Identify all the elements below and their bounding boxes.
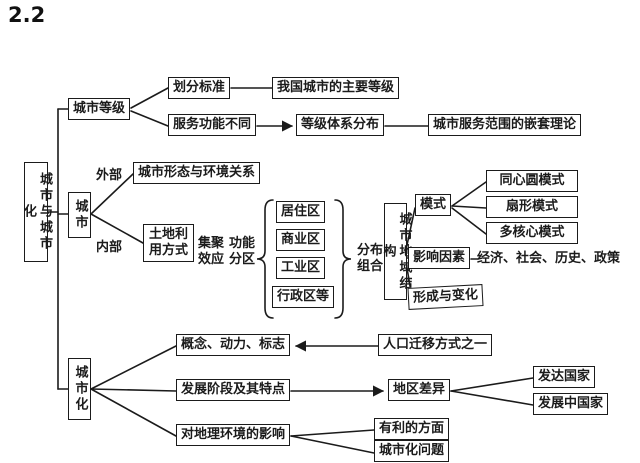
node-land-use: 土地利用方式 — [143, 224, 194, 262]
label-factor-items: 经济、社会、历史、政策 — [477, 251, 621, 266]
node-service-diff: 服务功能不同 — [168, 114, 257, 136]
node-model-concentric: 同心圆模式 — [486, 170, 578, 192]
node-migration: 人口迁移方式之一 — [378, 334, 493, 356]
left-brace-icon — [256, 199, 274, 319]
node-developed: 发达国家 — [533, 366, 596, 388]
node-zone-residential: 居住区 — [276, 201, 326, 223]
node-formation: 形成与变化 — [407, 284, 484, 310]
node-zone-administrative: 行政区等 — [272, 286, 335, 308]
branch-urbanization: 城市化 — [68, 358, 91, 420]
node-regional-diff: 地区差异 — [388, 379, 451, 401]
node-zone-industrial: 工业区 — [276, 257, 326, 279]
label-agglomeration: 集聚效应 — [197, 236, 224, 267]
node-developing: 发展中国家 — [533, 393, 609, 415]
branch-city: 城市 — [68, 192, 91, 238]
node-benefits: 有利的方面 — [374, 418, 450, 440]
label-functional-zoning: 功能分区 — [228, 236, 255, 267]
root-node: 城市与城市化 — [21, 162, 52, 262]
node-model-multi-nuclei: 多核心模式 — [486, 222, 578, 244]
node-criteria: 划分标准 — [168, 77, 231, 99]
node-concept: 概念、动力、标志 — [176, 334, 291, 356]
right-brace-icon — [334, 199, 352, 319]
node-morphology: 城市形态与环境关系 — [133, 162, 261, 184]
node-model: 模式 — [415, 194, 452, 216]
node-spatial-structure: 城市地域结构 — [381, 203, 412, 300]
branch-city-rank: 城市等级 — [68, 98, 131, 120]
node-problems: 城市化问题 — [374, 440, 450, 462]
node-rank-system: 等级体系分布 — [296, 114, 385, 136]
label-external: 外部 — [96, 168, 123, 183]
label-distribution: 分布组合 — [356, 243, 383, 274]
label-internal: 内部 — [96, 240, 123, 255]
node-factors: 影响因素 — [408, 247, 471, 269]
node-impact: 对地理环境的影响 — [176, 424, 291, 446]
section-title: 2.2 — [8, 3, 46, 27]
node-zone-commercial: 商业区 — [276, 229, 326, 251]
node-model-sector: 扇形模式 — [486, 196, 578, 218]
node-nested-theory: 城市服务范围的嵌套理论 — [428, 114, 582, 136]
node-main-ranks: 我国城市的主要等级 — [272, 77, 400, 99]
node-stages: 发展阶段及其特点 — [176, 379, 291, 401]
